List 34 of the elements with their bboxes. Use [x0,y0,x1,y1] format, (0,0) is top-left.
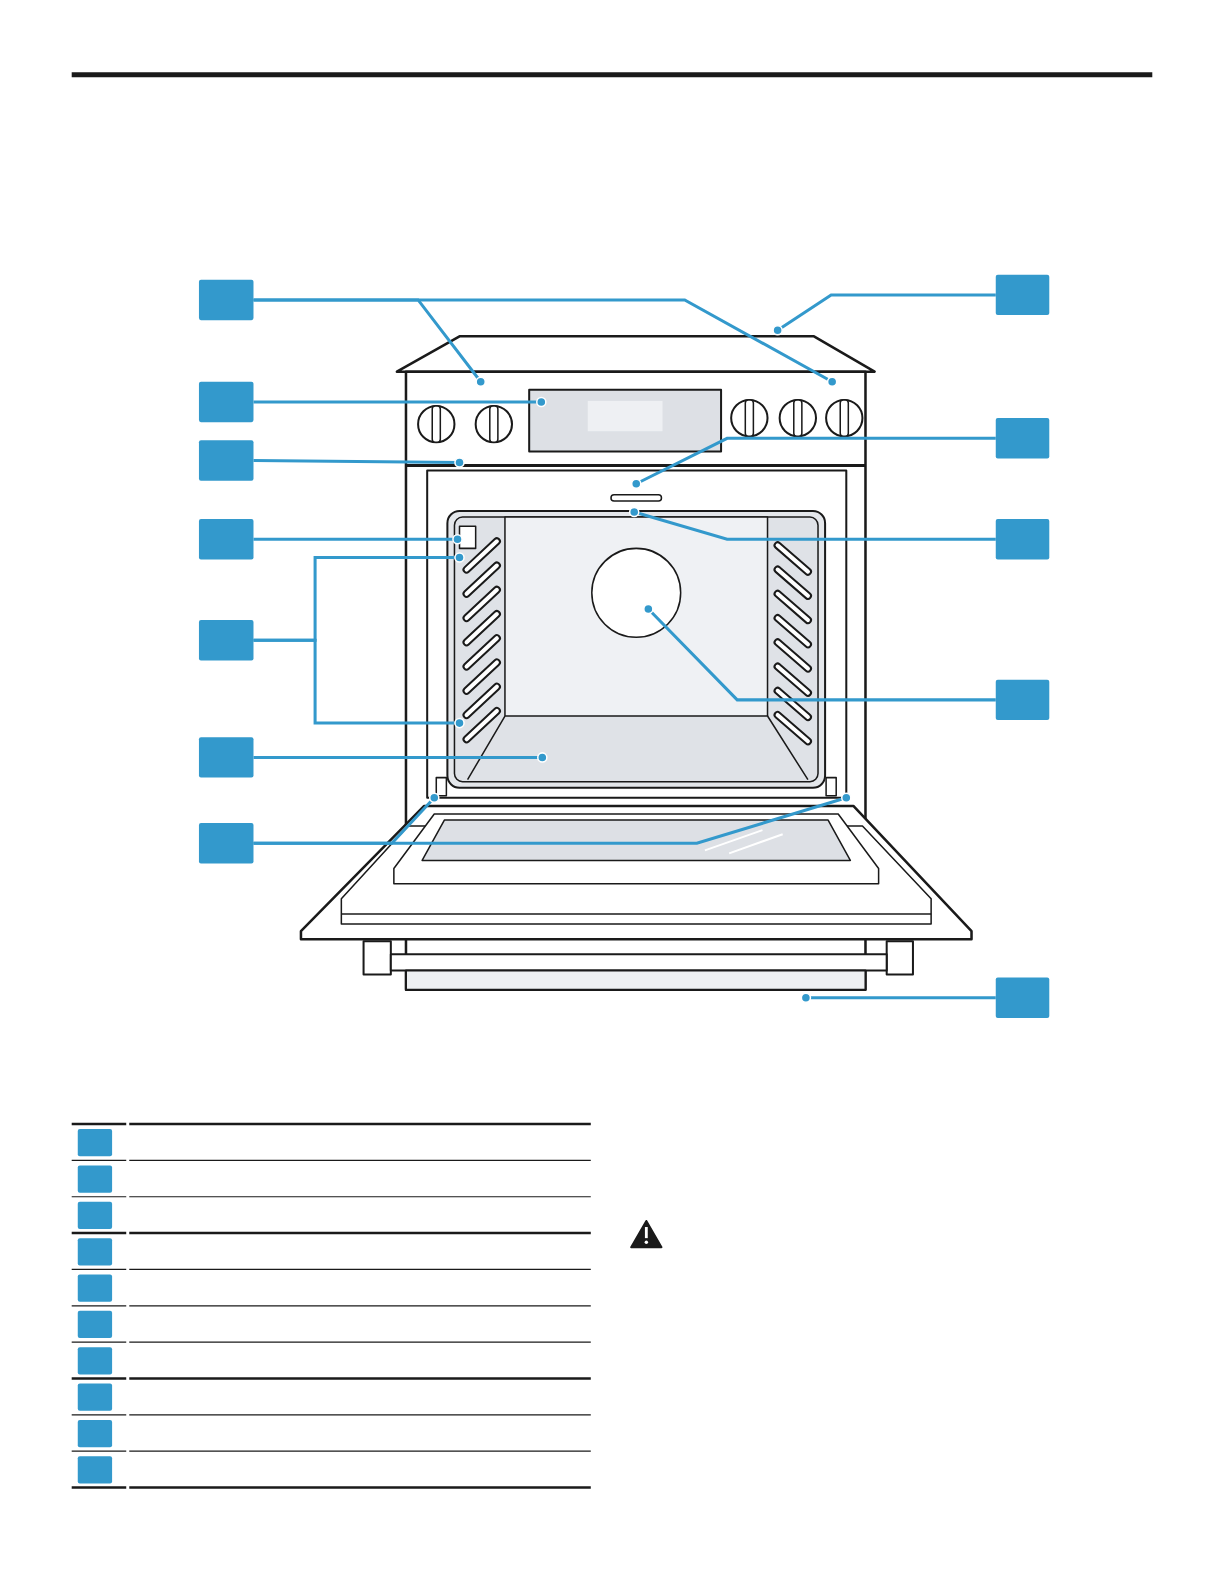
leader-line [630,436,996,490]
leader-line [628,506,996,541]
callout-box [995,274,1050,316]
callout-box [198,440,254,481]
callout-box [77,1201,113,1230]
leader-line [643,603,996,702]
callout-box [77,1129,113,1157]
callout-box [77,1419,113,1448]
leader-line [253,638,465,729]
leader-line [253,792,440,845]
callout-box [198,620,254,661]
callout-box [198,737,254,778]
callout-box [77,1456,113,1484]
callout-box [77,1238,113,1266]
callout-box [995,519,1050,560]
callout-box [198,381,254,423]
callout-box [77,1274,113,1302]
callout-box [198,823,254,864]
callout-box [77,1383,113,1411]
leader-line [253,752,548,763]
callout-box [995,977,1050,1018]
callout-box [77,1347,113,1375]
callout-box [77,1165,113,1193]
leader-line [253,534,463,545]
leader-line [772,293,996,336]
callout-box [198,279,254,321]
leader-line [253,457,465,468]
callout-box [995,418,1050,459]
callout-box [198,519,254,560]
callout-box [77,1310,113,1339]
leader-line [253,298,838,388]
callout-box [995,679,1050,721]
leader-line [253,396,547,408]
leader-line [800,992,996,1004]
